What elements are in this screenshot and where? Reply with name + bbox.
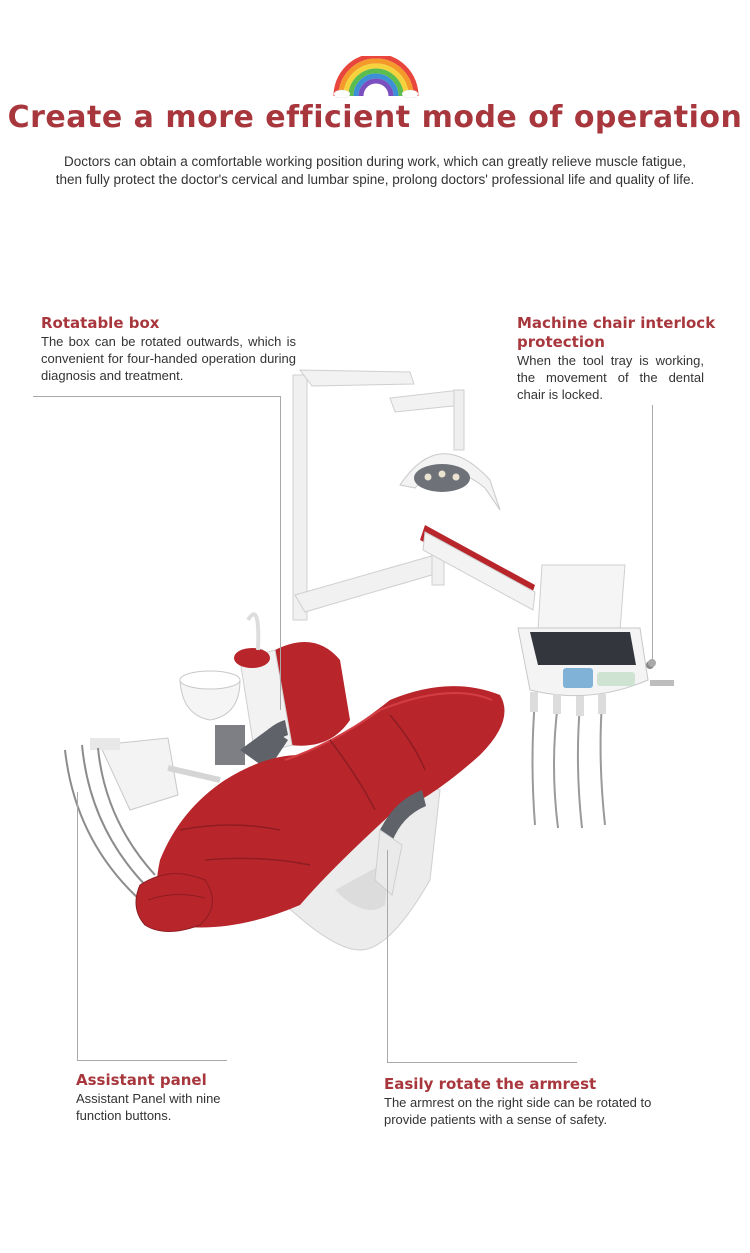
callout-text-line: Assistant Panel with nine <box>76 1091 221 1106</box>
leader-line <box>33 396 281 397</box>
callout-title-line: Machine chair interlock <box>517 314 716 332</box>
callout-text-line: function buttons. <box>76 1108 172 1123</box>
subtitle-line: then fully protect the doctor's cervical… <box>55 172 695 187</box>
page-subtitle: Doctors can obtain a comfortable working… <box>20 153 730 189</box>
leader-dot <box>648 659 656 667</box>
callout-title-line: protection <box>517 333 605 351</box>
callout-text-line: provide patients with a sense of safety. <box>384 1112 608 1127</box>
callout-text-interlock: When the tool tray is working, the movem… <box>517 353 704 402</box>
subtitle-line: Doctors can obtain a comfortable working… <box>63 154 687 169</box>
callout-text-rotatable-box: The box can be rotated outwards, which i… <box>41 334 296 383</box>
callout-title-rotatable-box: Rotatable box <box>41 314 160 332</box>
leader-line <box>387 1062 577 1063</box>
leader-line <box>652 405 653 663</box>
callout-title-armrest: Easily rotate the armrest <box>384 1075 597 1093</box>
leader-line <box>387 850 388 1062</box>
leader-line <box>77 792 78 1060</box>
callout-title-assistant-panel: Assistant panel <box>76 1071 207 1089</box>
dental-chair-illustration <box>64 369 674 951</box>
callout-text-line: The armrest on the right side can be rot… <box>384 1095 652 1110</box>
rainbow-icon <box>333 56 419 98</box>
leader-line <box>280 396 281 710</box>
page-title: Create a more efficient mode of operatio… <box>7 100 743 135</box>
callout-title-interlock: Machine chair interlock protection <box>517 314 717 352</box>
callout-text-assistant-panel: Assistant Panel with nine function butto… <box>76 1090 276 1124</box>
leader-line <box>77 1060 227 1061</box>
callout-text-armrest: The armrest on the right side can be rot… <box>384 1094 714 1128</box>
